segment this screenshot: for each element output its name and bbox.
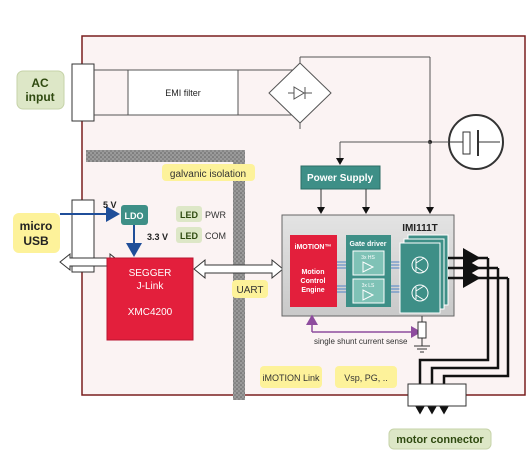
shunt-label: single shunt current sense (314, 337, 408, 346)
ac-input-label: input (25, 90, 54, 104)
jlink-label: J-Link (137, 281, 165, 292)
imotion-label: iMOTION™ (295, 244, 332, 251)
mce-label: Motion (302, 269, 325, 276)
ldo-label: LDO (125, 211, 144, 221)
ac-input-label-box (16, 70, 65, 110)
inverter-stack (399, 234, 449, 314)
mce-label: Engine (301, 287, 324, 294)
micro-usb-label-box (13, 213, 60, 253)
signal-lines (391, 261, 400, 293)
uart-label: UART (236, 285, 263, 296)
galvanic-isolation-label-box (162, 164, 255, 181)
ldo-block (121, 205, 148, 225)
led-com-box (176, 227, 202, 243)
led-pwr-box (176, 206, 202, 222)
capacitor-icon (448, 114, 504, 170)
emi-filter (127, 69, 239, 116)
uart-label-box (232, 280, 268, 298)
hs-buffer-icon (362, 261, 375, 273)
ls-label: 3x LS (362, 283, 375, 289)
led-pwr-label: LED (180, 210, 199, 220)
imi111t-label: IMI111T (402, 223, 438, 234)
imotion-link-label: iMOTION Link (262, 373, 320, 383)
micro-usb-label: USB (23, 234, 49, 248)
voltage-5v-label: 5 V (103, 200, 117, 210)
motor-connector-label: motor connector (396, 434, 484, 446)
shunt-resistor-icon (417, 316, 427, 346)
vsp-label: Vsp, PG, .. (344, 373, 388, 383)
hs-label: 3x HS (361, 255, 375, 261)
voltage-3v3-label: 3.3 V (147, 232, 168, 242)
signal-lines (337, 261, 346, 293)
galvanic-isolation-label: galvanic isolation (170, 169, 246, 180)
segger-jlink-block (106, 257, 194, 341)
motor-connector (407, 383, 467, 407)
emi-filter-label: EMI filter (165, 88, 201, 98)
com-label: COM (205, 231, 226, 241)
pwr-label: PWR (205, 210, 226, 220)
motion-control-engine (290, 235, 337, 307)
gate-driver-label: Gate driver (350, 241, 387, 248)
diode-icon (288, 86, 312, 100)
igbt-icon (411, 256, 429, 302)
led-com-label: LED (180, 231, 199, 241)
ac-input-label: AC (31, 76, 49, 90)
micro-usb-label: micro (20, 219, 53, 233)
imotion-link-box (260, 366, 322, 388)
power-supply-label: Power Supply (307, 173, 374, 184)
motor-connector-label-box (388, 428, 492, 450)
usb-connector (71, 199, 95, 273)
ground-icon (414, 345, 430, 353)
ls-driver (352, 278, 385, 304)
hs-driver (352, 250, 385, 276)
ac-connector (71, 63, 95, 122)
segger-label: SEGGER (129, 268, 172, 279)
ls-buffer-icon (362, 289, 375, 301)
vsp-box (335, 366, 397, 388)
mce-label: Control (301, 278, 326, 285)
xmc4200-label: XMC4200 (128, 307, 173, 318)
power-supply (300, 165, 381, 190)
